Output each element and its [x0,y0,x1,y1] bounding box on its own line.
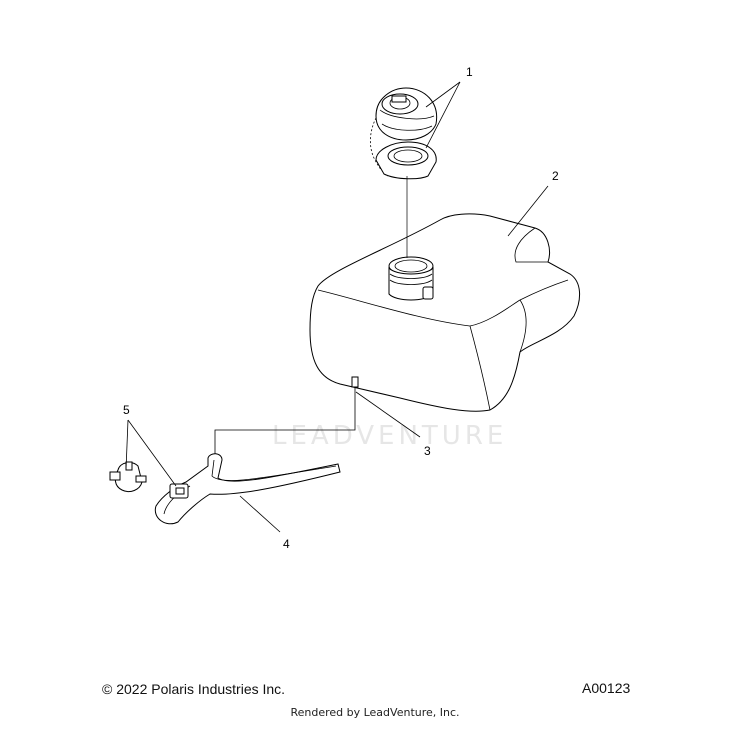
callout-3: 3 [424,444,431,458]
copyright-text: © 2022 Polaris Industries Inc. [102,681,286,697]
callout-4: 4 [283,537,290,551]
watermark-text: LEADVENTURE [272,421,507,451]
fuel-tank [309,213,580,412]
diagram-code: A00123 [582,680,631,696]
rendered-by-text: Rendered by LeadVenture, Inc. [290,706,460,719]
fuel-cap [370,87,438,180]
hose-clamp [169,483,189,499]
filler-neck [388,256,434,301]
tank-outlet [351,376,359,388]
fuel-valve [109,461,147,493]
callout-5: 5 [123,403,130,417]
leader-lines [125,81,549,533]
fuel-route-line [214,387,356,456]
callout-1: 1 [466,65,473,79]
callout-2: 2 [552,169,559,183]
